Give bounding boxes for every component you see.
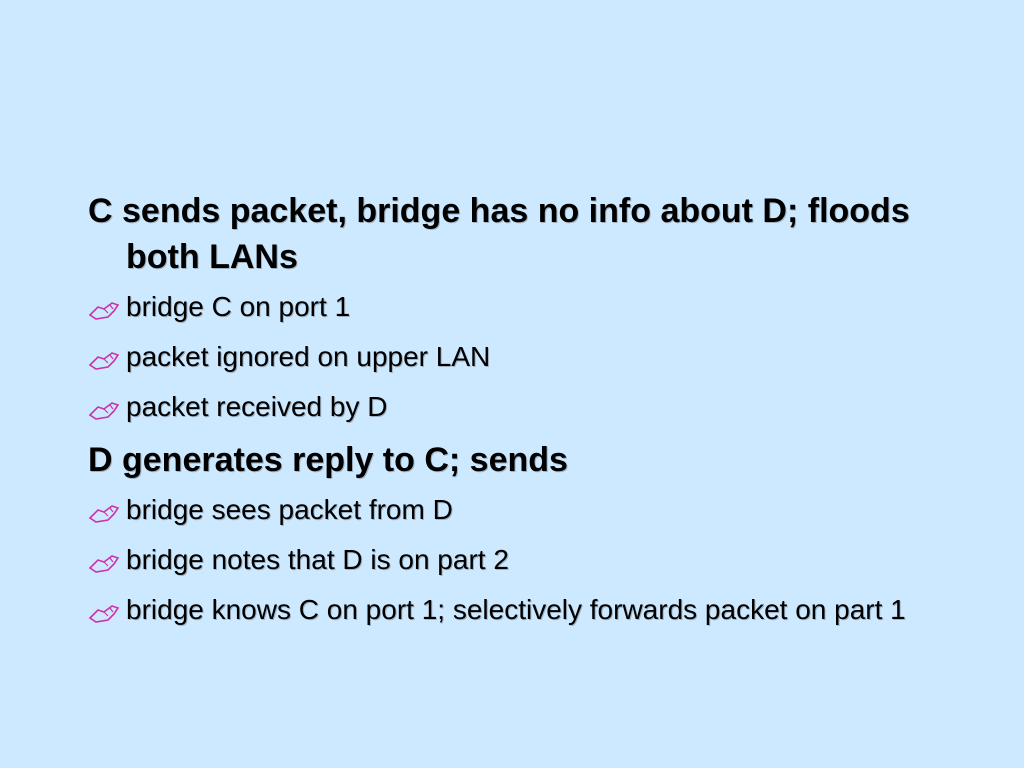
hand-pointing-icon [88, 297, 124, 321]
slide-body: C sends packet, bridge has no info about… [88, 188, 968, 640]
bullet-level2: bridge knows C on port 1; selectively fo… [88, 590, 968, 630]
bullet-level2: packet received by D [88, 387, 968, 427]
bullet-level1: D generates reply to C; sends [88, 437, 968, 483]
bullet-level2: bridge C on port 1 [88, 287, 968, 327]
bullet-text: bridge notes that D is on part 2 [126, 544, 509, 575]
bullet-level1: C sends packet, bridge has no info about… [88, 188, 968, 280]
bullet-level2: bridge sees packet from D [88, 490, 968, 530]
bullet-text: C sends packet, bridge has no info about… [88, 192, 910, 276]
hand-pointing-icon [88, 397, 124, 421]
bullet-level2: bridge notes that D is on part 2 [88, 540, 968, 580]
bullet-text: bridge sees packet from D [126, 494, 453, 525]
hand-pointing-icon [88, 550, 124, 574]
bullet-text: bridge knows C on port 1; selectively fo… [126, 594, 906, 625]
hand-pointing-icon [88, 347, 124, 371]
bullet-text: D generates reply to C; sends [88, 441, 568, 479]
hand-pointing-icon [88, 500, 124, 524]
hand-pointing-icon [88, 600, 124, 624]
bullet-text: packet received by D [126, 391, 388, 422]
bullet-text: packet ignored on upper LAN [126, 341, 491, 372]
bullet-level2: packet ignored on upper LAN [88, 337, 968, 377]
bullet-text: bridge C on port 1 [126, 291, 351, 322]
